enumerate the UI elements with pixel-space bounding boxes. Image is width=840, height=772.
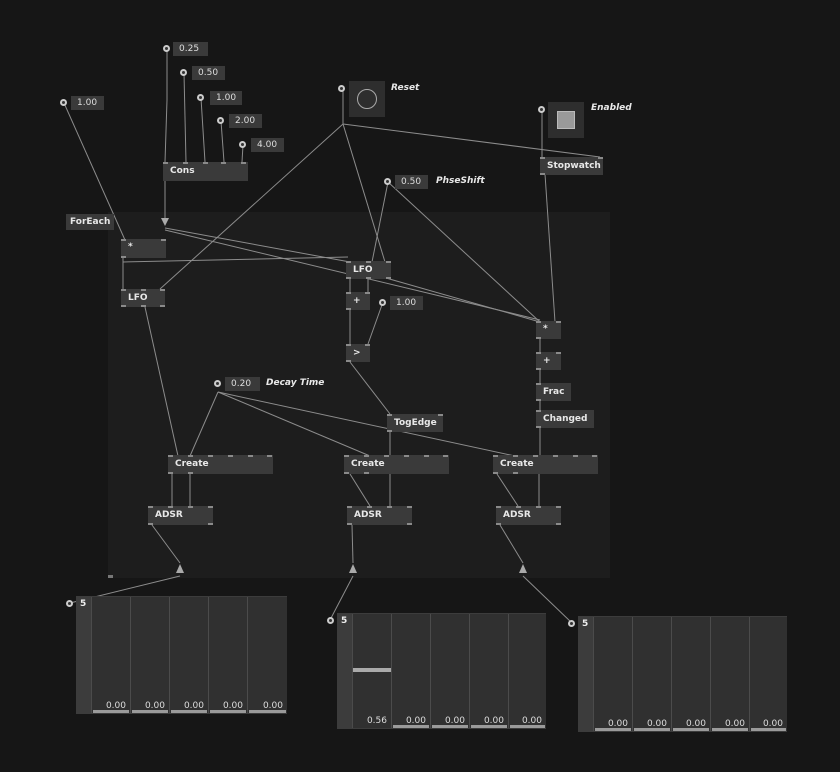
adsr-node-3[interactable]: ADSR — [496, 506, 561, 525]
threshold-value[interactable]: 1.00 — [390, 296, 423, 310]
create-node-1[interactable]: Create — [168, 455, 273, 474]
enabled-square-icon — [557, 111, 575, 129]
panel-3-col-1[interactable]: 0.00 — [593, 617, 632, 731]
adsr-3-label: ADSR — [503, 510, 531, 520]
panel-2-col-3[interactable]: 0.00 — [430, 614, 469, 728]
multiply-left-label: * — [128, 242, 133, 252]
create-2-label: Create — [351, 459, 385, 469]
lfo-mid-node[interactable]: LFO — [346, 261, 391, 279]
const-4-00-pin[interactable] — [235, 137, 251, 153]
panel-1-count: 5 — [80, 599, 87, 609]
panel-2-col-5[interactable]: 0.00 — [508, 614, 546, 728]
multiply-left-node[interactable]: * — [121, 239, 166, 258]
input-1-00[interactable]: 1.00 — [71, 96, 104, 110]
togedge-node[interactable]: TogEdge — [387, 414, 443, 432]
value-panel-3[interactable]: 5 0.00 0.00 0.00 0.00 0.00 — [578, 616, 787, 732]
plus-mid-node[interactable]: + — [346, 292, 370, 310]
phase-pin[interactable] — [380, 174, 396, 190]
create-node-2[interactable]: Create — [344, 455, 449, 474]
plus-right-node[interactable]: + — [536, 352, 561, 370]
create-3-label: Create — [500, 459, 534, 469]
plus-right-label: + — [543, 356, 551, 366]
decay-time-label: Decay Time — [266, 378, 325, 388]
adsr-node-1[interactable]: ADSR — [148, 506, 213, 525]
const-4-00[interactable]: 4.00 — [251, 138, 284, 152]
reset-pin[interactable] — [334, 81, 350, 97]
lfo-left-label: LFO — [128, 293, 148, 303]
const-2-00[interactable]: 2.00 — [229, 114, 262, 128]
input-1-00-pin[interactable] — [56, 95, 72, 111]
output-arrow-2-icon[interactable] — [349, 564, 357, 573]
panel-1-col-5[interactable]: 0.00 — [247, 597, 287, 713]
multiply-right-label: * — [543, 324, 548, 334]
decay-pin[interactable] — [210, 376, 226, 392]
cons-node[interactable]: Cons — [163, 162, 248, 181]
decay-value[interactable]: 0.20 — [225, 377, 260, 391]
reset-label: Reset — [391, 83, 420, 93]
create-1-label: Create — [175, 459, 209, 469]
panel-2-col-1[interactable]: 0.56 — [352, 614, 391, 728]
greater-label: > — [353, 348, 361, 358]
foreach-label[interactable]: ForEach — [66, 214, 115, 230]
stopwatch-label: Stopwatch — [547, 161, 601, 171]
cons-label: Cons — [170, 166, 195, 176]
panel-3-pin[interactable] — [564, 616, 580, 632]
panel-3-col-2[interactable]: 0.00 — [632, 617, 671, 731]
panel-1-col-4[interactable]: 0.00 — [208, 597, 247, 713]
panel-3-col-3[interactable]: 0.00 — [671, 617, 710, 731]
enabled-toggle[interactable] — [548, 102, 584, 138]
reset-button[interactable] — [349, 81, 385, 117]
enabled-pin[interactable] — [534, 102, 550, 118]
const-0-50-pin[interactable] — [176, 65, 192, 81]
stopwatch-node[interactable]: Stopwatch — [540, 157, 603, 175]
panel-3-col-4[interactable]: 0.00 — [710, 617, 749, 731]
value-panel-2[interactable]: 5 0.56 0.00 0.00 0.00 0.00 — [337, 613, 546, 729]
adsr-node-2[interactable]: ADSR — [347, 506, 412, 525]
enabled-label: Enabled — [591, 103, 632, 113]
panel-1-col-3[interactable]: 0.00 — [169, 597, 208, 713]
const-0-25[interactable]: 0.25 — [173, 42, 208, 56]
adsr-1-label: ADSR — [155, 510, 183, 520]
const-2-00-pin[interactable] — [213, 113, 229, 129]
panel-1-pin[interactable] — [62, 596, 78, 612]
const-1-00[interactable]: 1.00 — [210, 91, 242, 105]
panel-3-count: 5 — [582, 619, 589, 629]
panel-2-level-marker[interactable] — [353, 668, 391, 672]
threshold-pin[interactable] — [375, 295, 391, 311]
greater-node[interactable]: > — [346, 344, 370, 362]
const-0-50[interactable]: 0.50 — [192, 66, 225, 80]
value-panel-1[interactable]: 5 0.00 0.00 0.00 0.00 0.00 — [76, 596, 287, 714]
changed-label: Changed — [543, 414, 588, 424]
panel-2-col-2[interactable]: 0.00 — [391, 614, 430, 728]
phase-shift-label: PhseShift — [436, 176, 485, 186]
panel-2-count: 5 — [341, 616, 348, 626]
frac-label: Frac — [543, 387, 565, 397]
lfo-mid-label: LFO — [353, 265, 373, 275]
adsr-2-label: ADSR — [354, 510, 382, 520]
region-resize-handle[interactable] — [108, 575, 113, 578]
const-0-25-pin[interactable] — [159, 41, 175, 57]
multiply-right-node[interactable]: * — [536, 321, 561, 339]
panel-2-col-4[interactable]: 0.00 — [469, 614, 508, 728]
frac-node[interactable]: Frac — [536, 383, 571, 401]
create-node-3[interactable]: Create — [493, 455, 598, 474]
reset-circle-icon — [357, 89, 377, 109]
togedge-label: TogEdge — [394, 418, 437, 428]
panel-1-col-2[interactable]: 0.00 — [130, 597, 169, 713]
output-arrow-1-icon[interactable] — [176, 564, 184, 573]
lfo-left-node[interactable]: LFO — [121, 289, 165, 307]
const-1-00-pin[interactable] — [193, 90, 209, 106]
panel-3-col-5[interactable]: 0.00 — [749, 617, 787, 731]
plus-mid-label: + — [353, 296, 361, 306]
foreach-input-arrow-icon[interactable] — [161, 218, 169, 226]
output-arrow-3-icon[interactable] — [519, 564, 527, 573]
changed-node[interactable]: Changed — [536, 410, 594, 428]
panel-1-col-1[interactable]: 0.00 — [91, 597, 130, 713]
panel-2-pin[interactable] — [323, 613, 339, 629]
phase-value[interactable]: 0.50 — [395, 175, 428, 189]
